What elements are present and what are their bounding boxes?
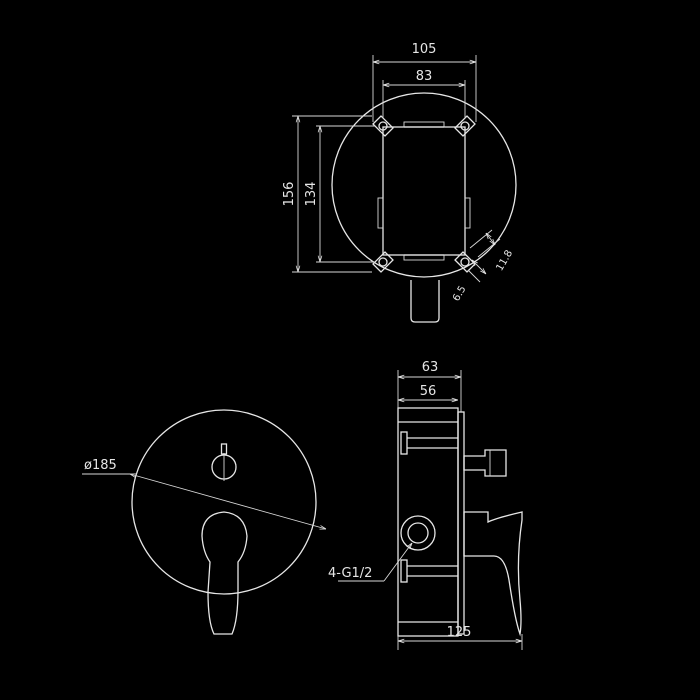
- dim-slot-depth: 6.5: [451, 284, 468, 303]
- side-plate-edge: [457, 411, 465, 635]
- dim-top-width-inner: 83: [416, 69, 433, 84]
- mounting-box-body: [382, 126, 466, 256]
- dim-slot-width: 11.8: [495, 248, 516, 273]
- dim-diameter: [82, 474, 326, 529]
- diverter-pin: [220, 443, 228, 455]
- dim-top-height-inner: 134: [304, 182, 319, 207]
- dim-top-width: [372, 55, 477, 122]
- side-view: [397, 407, 523, 637]
- cover-plate-circle: [131, 409, 317, 595]
- side-connection-port: [400, 515, 436, 551]
- outlet-stub: [410, 280, 440, 323]
- front-view: [131, 409, 317, 635]
- lever-handle: [201, 511, 248, 635]
- dim-top-height-outer: 156: [282, 182, 297, 207]
- dim-side-total: 125: [447, 625, 472, 640]
- dim-side-depth-outer: 63: [422, 360, 439, 375]
- side-diverter: [463, 449, 507, 477]
- dim-plate-diameter: ø185: [84, 458, 117, 473]
- dim-side: [338, 370, 523, 650]
- dim-connections: 4-G1/2: [328, 566, 372, 581]
- mounting-lug-top-right: [454, 115, 476, 137]
- top-view-circle: [331, 92, 517, 278]
- dim-top-width-outer: 105: [412, 42, 437, 57]
- dim-top-height: [292, 115, 375, 273]
- dim-slot: [467, 229, 501, 283]
- side-lever: [463, 511, 523, 637]
- top-view: [331, 92, 517, 323]
- mounting-lug-bottom-left: [372, 251, 394, 273]
- dim-side-depth-inner: 56: [420, 384, 437, 399]
- mounting-lug-top-left: [372, 115, 394, 137]
